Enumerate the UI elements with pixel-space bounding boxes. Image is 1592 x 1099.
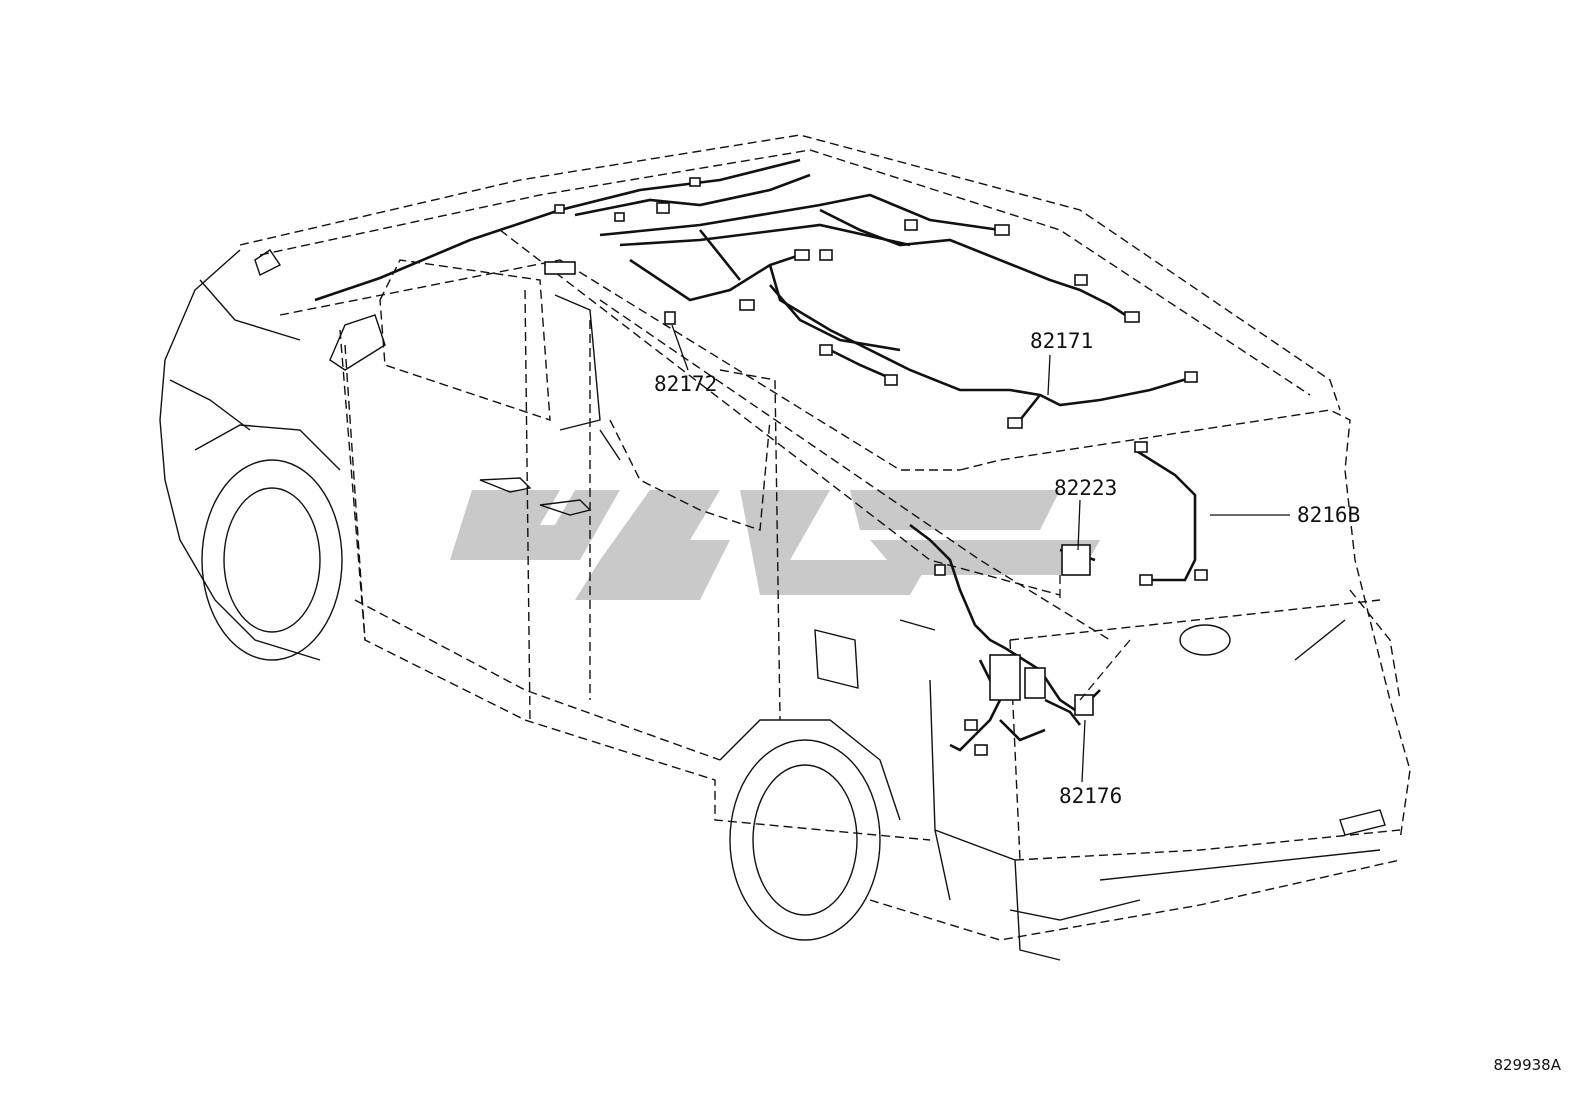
diagram-id-label: 829938A: [1493, 1056, 1561, 1074]
watermark-logo: [450, 490, 1100, 600]
part-callout-82172[interactable]: 82172: [654, 372, 718, 396]
leader-lines: [671, 324, 1290, 783]
vehicle-outline: [159, 134, 1411, 961]
part-callout-82223[interactable]: 82223: [1054, 476, 1118, 500]
wiring-harness-group: [314, 158, 1197, 752]
part-callout-82171[interactable]: 82171: [1030, 329, 1094, 353]
part-callout-8216b[interactable]: 8216B: [1297, 503, 1361, 527]
connector-group: [544, 177, 1208, 756]
part-callout-82176[interactable]: 82176: [1059, 784, 1123, 808]
